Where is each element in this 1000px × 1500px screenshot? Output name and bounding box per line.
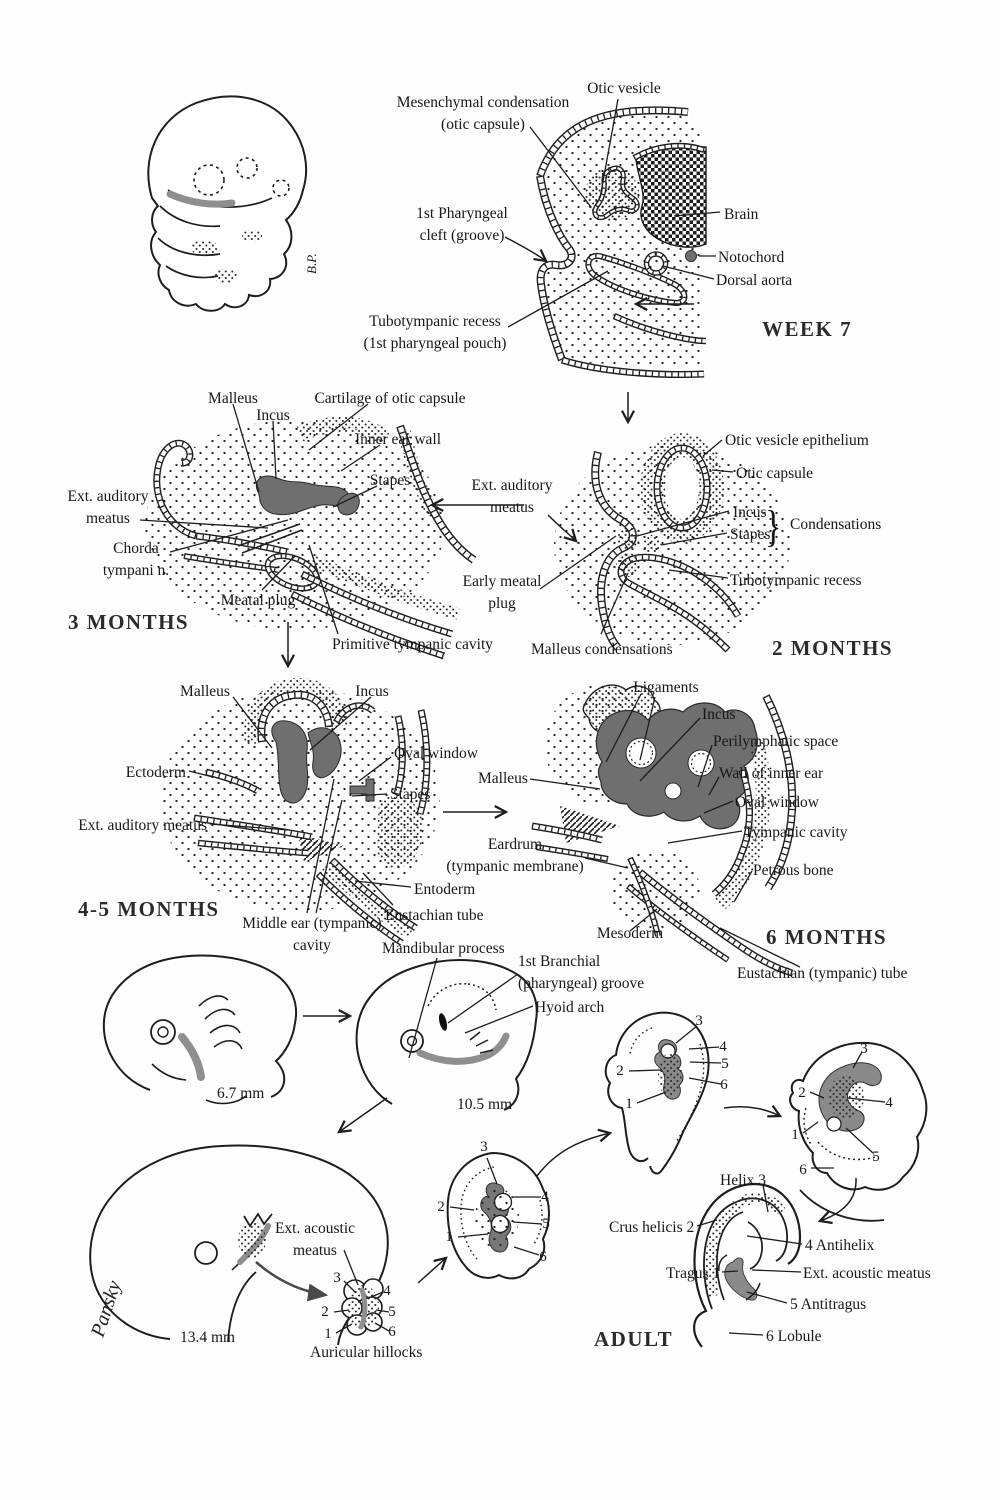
tympanic-membrane-wedge — [298, 834, 344, 862]
arrow-ear2-to-ear3 — [723, 1107, 780, 1116]
week7-drawing — [536, 106, 707, 378]
two-months-drawing — [554, 433, 790, 653]
embryo-head-sketch — [147, 95, 308, 312]
tragus-shape — [724, 1257, 758, 1301]
ear-stage-1 — [446, 1151, 550, 1280]
three-months-drawing — [145, 416, 477, 660]
auricular-hillocks-cluster — [341, 1278, 384, 1336]
malleus-45-shape — [271, 720, 309, 804]
petrous-blob — [376, 795, 423, 869]
arrow-ear3-to-adult — [820, 1177, 857, 1221]
malleus-condensation — [616, 553, 640, 577]
arrow-cleft-pointer — [504, 236, 546, 261]
leader-lines — [139, 98, 886, 1336]
branchial-groove-spot — [438, 1013, 448, 1031]
external-ear-drawings — [89, 954, 928, 1348]
incus-45-shape — [307, 727, 342, 779]
ear-stage-2 — [604, 1011, 710, 1175]
four-five-months-drawing — [160, 678, 440, 946]
arrow-105mm-to-134mm — [339, 1097, 388, 1132]
embryo-13-4mm — [89, 1144, 389, 1346]
notochord-shape — [685, 250, 697, 262]
adult-ear — [693, 1182, 802, 1348]
arrow-hillocks-to-ear1 — [417, 1258, 446, 1284]
embryo-6-7mm — [102, 954, 297, 1105]
six-months-drawing — [531, 684, 797, 977]
flow-arrows — [255, 236, 857, 1302]
inner-ear-mass — [595, 702, 758, 830]
incus-condensation — [617, 527, 639, 549]
stapes-shape — [337, 492, 360, 516]
embryo-10-5mm — [355, 959, 538, 1111]
stapes-condensation — [643, 535, 661, 553]
arrow-ear1-to-ear2 — [536, 1133, 610, 1177]
ear-stage-3 — [789, 1041, 928, 1222]
arrow-134mm-to-hillocks — [255, 1261, 329, 1302]
arrow-meatus-2mo-pointer — [547, 514, 576, 541]
